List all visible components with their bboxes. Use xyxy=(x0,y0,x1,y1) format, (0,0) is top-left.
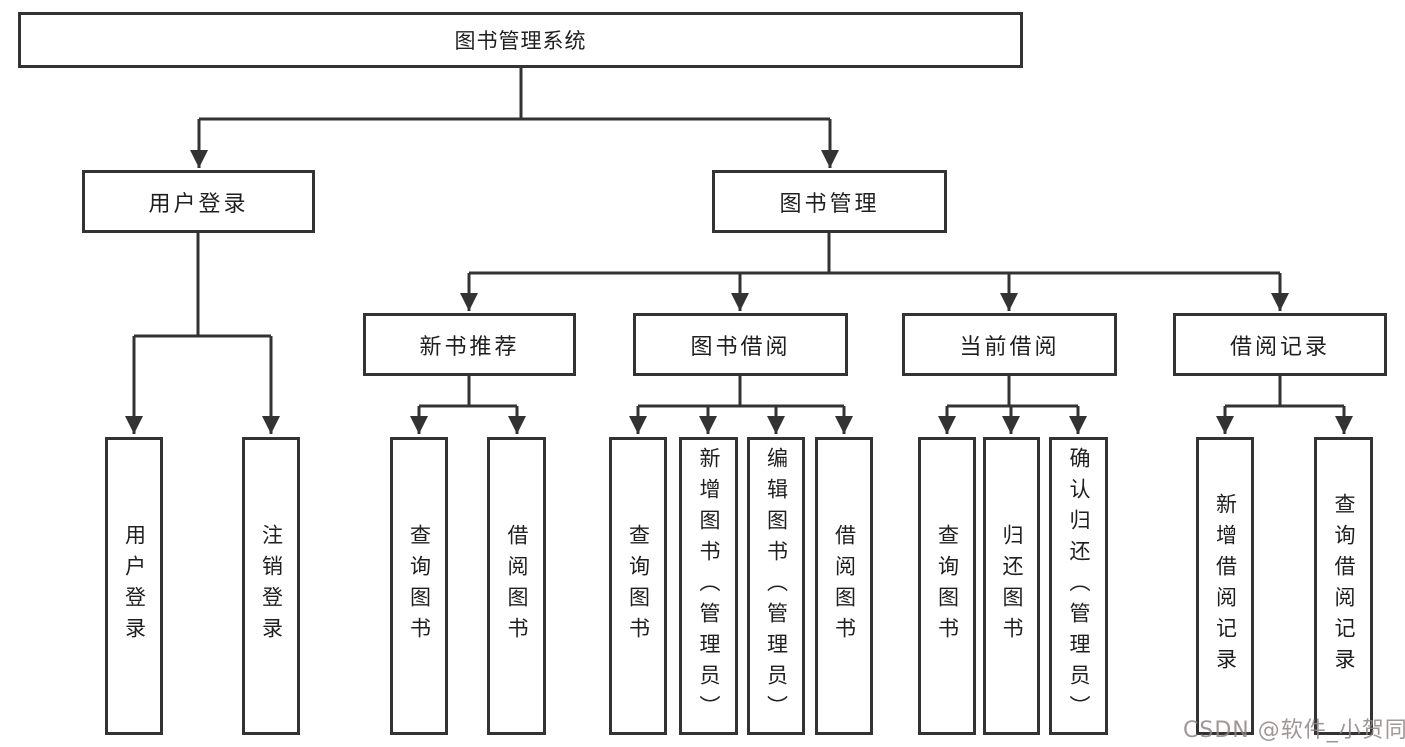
node-label: 查询图书 xyxy=(935,524,960,648)
node-label: 查询图书 xyxy=(407,524,432,648)
node-label: 图书借阅 xyxy=(690,334,791,360)
leaf-add-borrow-record: 新增借阅记录 xyxy=(1196,437,1254,735)
node-library-management-system: 图书管理系统 xyxy=(18,12,1023,68)
node-label: 新书推荐 xyxy=(419,334,520,360)
leaf-query-borrow-record: 查询借阅记录 xyxy=(1314,437,1373,735)
leaf-borrow-books-recommendation: 借阅图书 xyxy=(487,437,546,735)
node-user-login: 用户登录 xyxy=(82,170,315,233)
leaf-confirm-return-admin: 确认归还（管理员） xyxy=(1049,437,1108,735)
connector-user-login xyxy=(125,233,280,434)
connector-current-borrowing xyxy=(938,376,1087,434)
node-label: 用户登录 xyxy=(122,524,147,648)
node-label: 查询借阅记录 xyxy=(1332,493,1356,679)
leaf-return-books: 归还图书 xyxy=(983,437,1040,735)
node-label: 借阅记录 xyxy=(1229,334,1330,360)
leaf-user-login: 用户登录 xyxy=(105,437,163,735)
connector-book-borrowing xyxy=(629,376,853,434)
node-book-borrowing: 图书借阅 xyxy=(633,313,848,376)
leaf-query-books-borrowing: 查询图书 xyxy=(609,437,667,735)
node-label: 图书管理系统 xyxy=(454,29,587,53)
connector-book-management xyxy=(460,233,1289,311)
node-label: 借阅图书 xyxy=(505,524,529,648)
node-label: 查询图书 xyxy=(626,524,651,648)
node-label: 图书管理 xyxy=(779,191,880,217)
node-label: 当前借阅 xyxy=(959,334,1060,360)
node-label: 借阅图书 xyxy=(832,524,857,648)
node-label: 注销登录 xyxy=(259,524,284,648)
connector-root xyxy=(190,68,839,168)
node-book-management: 图书管理 xyxy=(712,170,947,233)
leaf-edit-book-admin: 编辑图书（管理员） xyxy=(747,437,805,735)
node-label: 新增图书（管理员） xyxy=(697,446,721,726)
leaf-query-books-recommendation: 查询图书 xyxy=(390,437,448,735)
connector-new-book-recommendation xyxy=(410,376,526,434)
leaf-query-books-current: 查询图书 xyxy=(918,437,976,735)
node-borrowing-records: 借阅记录 xyxy=(1173,313,1387,376)
node-label: 确认归还（管理员） xyxy=(1067,446,1091,726)
connector-borrowing-records xyxy=(1216,376,1353,434)
node-label: 编辑图书（管理员） xyxy=(764,446,789,726)
leaf-borrow-books: 借阅图书 xyxy=(815,437,873,735)
node-new-book-recommendation: 新书推荐 xyxy=(363,313,576,376)
node-label: 用户登录 xyxy=(148,191,249,217)
leaf-add-book-admin: 新增图书（管理员） xyxy=(679,437,738,735)
node-label: 新增借阅记录 xyxy=(1213,493,1238,679)
node-label: 归还图书 xyxy=(1000,524,1024,648)
csdn-watermark: CSDN @软件_小贺同学 xyxy=(1183,718,1405,743)
leaf-logout: 注销登录 xyxy=(242,437,300,735)
node-current-borrowing: 当前借阅 xyxy=(902,313,1117,376)
